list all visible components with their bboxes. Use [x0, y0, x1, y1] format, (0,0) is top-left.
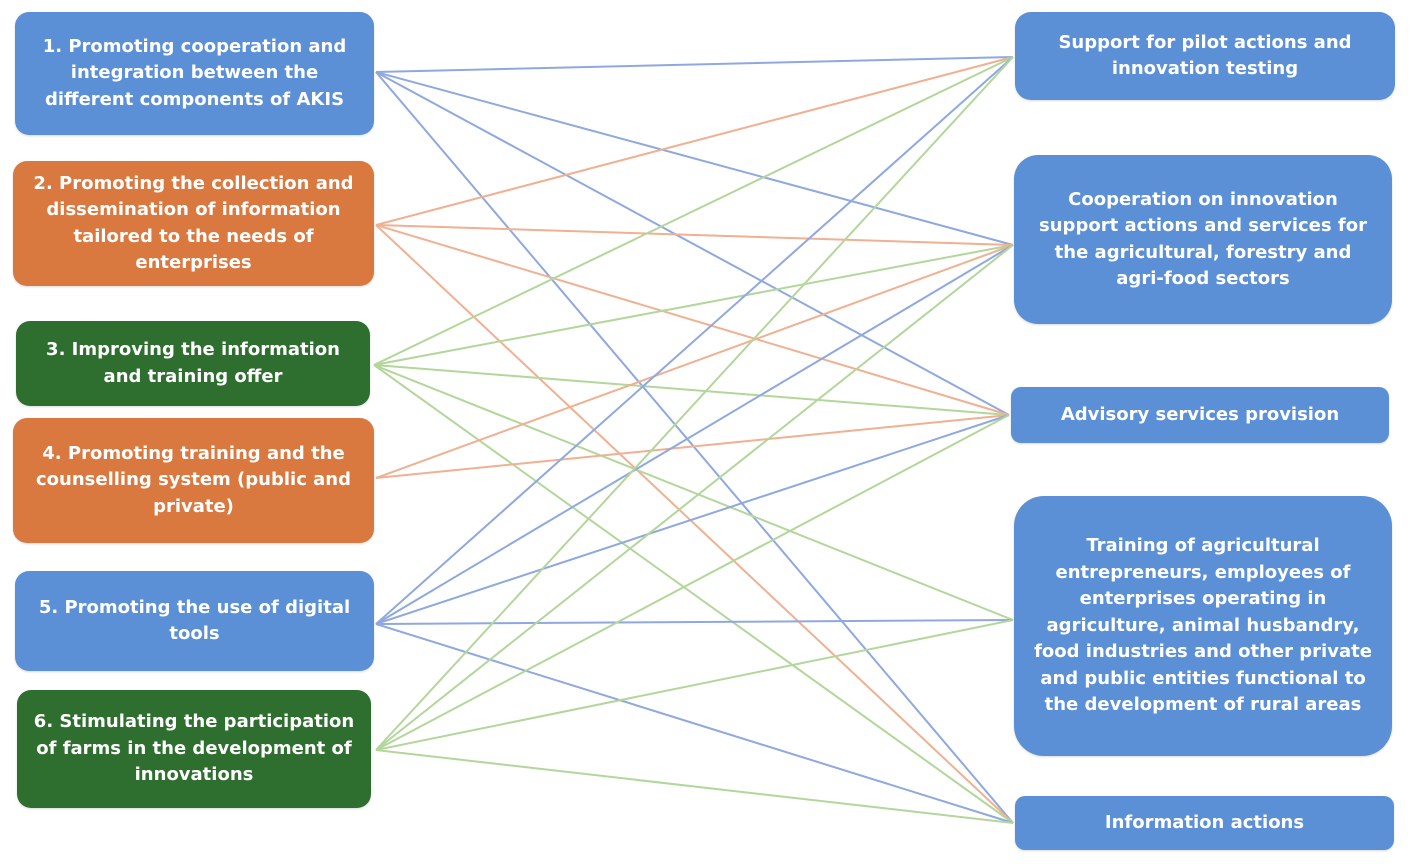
link-obj1-act2 — [375, 71, 1014, 246]
objective-3-box: 3. Improving the information and trainin… — [16, 321, 370, 406]
link-obj4-act3 — [375, 414, 1010, 479]
link-obj1-act1 — [375, 56, 1014, 73]
objective-3-label: 3. Improving the information and trainin… — [46, 339, 340, 387]
link-obj2-act3 — [375, 224, 1010, 416]
objective-5-label: 5. Promoting the use of digital tools — [38, 596, 351, 645]
action-4-label: Training of agricultural entrepreneurs, … — [1034, 535, 1372, 716]
action-2-label: Cooperation on innovation support action… — [1039, 188, 1367, 290]
action-1-box: Support for pilot actions and innovation… — [1015, 12, 1395, 100]
link-obj1-act3 — [375, 71, 1010, 416]
link-obj6-act5 — [375, 749, 1014, 824]
action-1-label: Support for pilot actions and innovation… — [1058, 31, 1352, 80]
objective-4-label: 4. Promoting training and the counsellin… — [36, 442, 351, 517]
link-obj3-act4 — [373, 364, 1014, 621]
action-2-box: Cooperation on innovation support action… — [1014, 155, 1392, 324]
link-obj2-act2 — [375, 224, 1014, 246]
action-3-label: Advisory services provision — [1060, 403, 1340, 425]
objective-6-label: 6. Stimulating the participation of farm… — [33, 711, 355, 786]
objective-1-box: 1. Promoting cooperation and integration… — [15, 12, 374, 135]
link-obj2-act5 — [375, 224, 1014, 824]
action-3-box: Advisory services provision — [1011, 387, 1389, 443]
link-obj3-act1 — [373, 56, 1014, 366]
action-4-box: Training of agricultural entrepreneurs, … — [1014, 496, 1392, 756]
link-obj1-act5 — [375, 71, 1014, 824]
link-obj6-act2 — [375, 244, 1014, 751]
link-obj5-act5 — [375, 623, 1014, 824]
link-obj4-act2 — [375, 244, 1014, 479]
link-obj5-act3 — [375, 414, 1010, 625]
link-obj2-act1 — [375, 56, 1014, 226]
action-5-label: Information actions — [1104, 811, 1305, 833]
objective-1-label: 1. Promoting cooperation and integration… — [42, 35, 347, 110]
link-obj5-act4 — [375, 619, 1014, 625]
link-obj3-act2 — [373, 244, 1014, 366]
link-obj6-act4 — [375, 619, 1014, 751]
action-5-box: Information actions — [1015, 796, 1394, 850]
link-obj3-act3 — [373, 364, 1010, 416]
objective-6-box: 6. Stimulating the participation of farm… — [17, 690, 371, 808]
link-obj6-act1 — [375, 56, 1014, 751]
link-obj6-act3 — [375, 414, 1010, 751]
link-obj3-act5 — [373, 364, 1014, 824]
objective-2-box: 2. Promoting the collection and dissemin… — [13, 161, 374, 286]
link-obj5-act1 — [375, 56, 1014, 625]
link-obj5-act2 — [375, 244, 1014, 625]
objective-5-box: 5. Promoting the use of digital tools — [15, 571, 374, 671]
objective-4-box: 4. Promoting training and the counsellin… — [13, 418, 374, 543]
objective-2-label: 2. Promoting the collection and dissemin… — [33, 172, 354, 274]
